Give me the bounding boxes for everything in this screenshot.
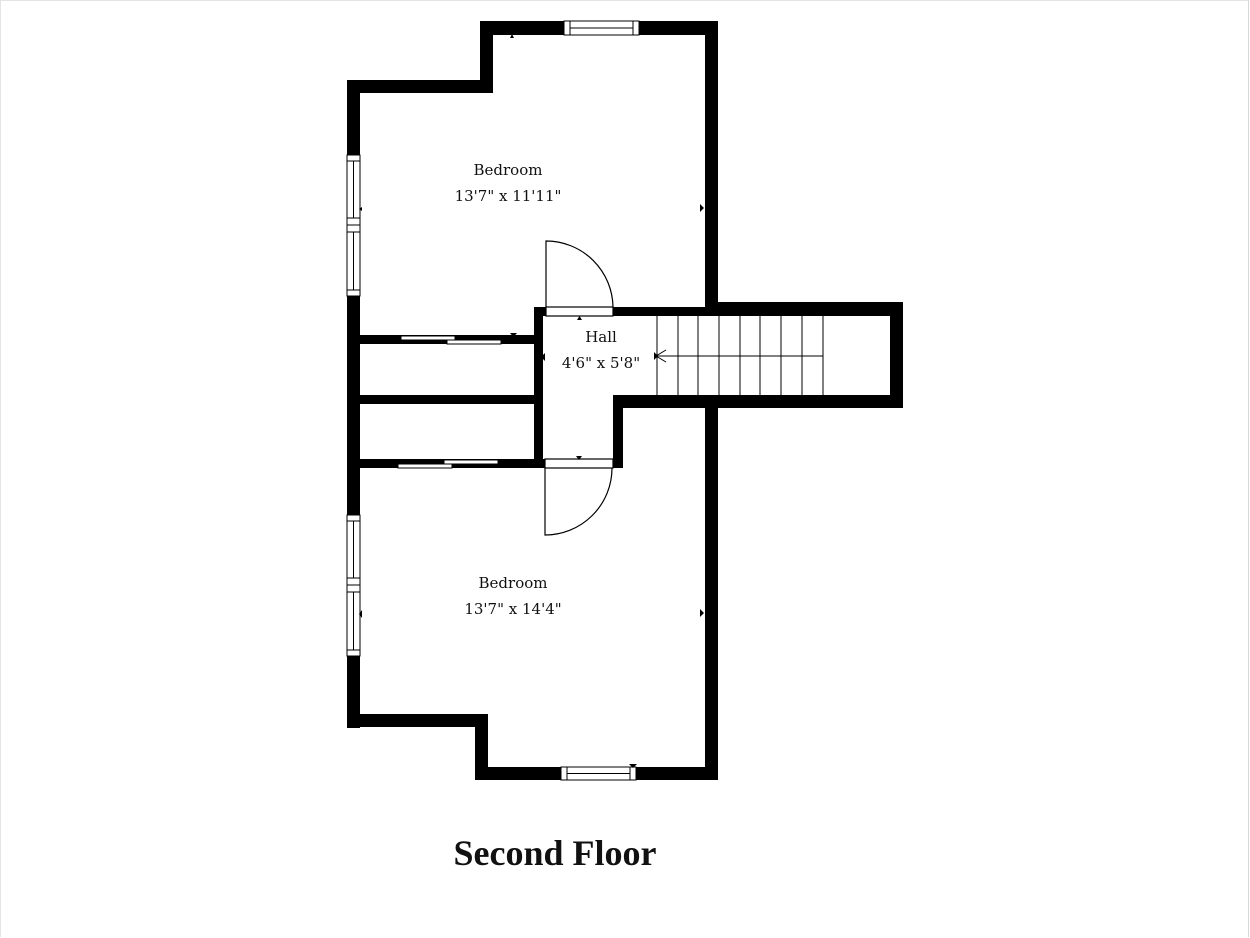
room-label-hall: Hall 4'6" x 5'8" (562, 324, 640, 376)
window-left-lower (346, 514, 361, 657)
room-label-bedroom-lower: Bedroom 13'7" x 14'4" (464, 570, 561, 622)
room-dimensions: 13'7" x 11'11" (454, 187, 562, 205)
dimension-markers (359, 34, 704, 768)
room-name: Bedroom (473, 161, 543, 179)
window-left-upper (346, 154, 361, 297)
room-name: Bedroom (478, 574, 548, 592)
stairs (655, 316, 824, 395)
floor-title: Second Floor (453, 833, 657, 873)
door-bedroom-bottom (544, 458, 614, 536)
walls (347, 21, 903, 780)
window-top (563, 20, 640, 36)
room-dimensions: 13'7" x 14'4" (464, 600, 562, 618)
doors (544, 240, 614, 536)
room-dimensions: 4'6" x 5'8" (561, 354, 641, 372)
window-bottom (560, 766, 637, 781)
closet-sliding-doors (360, 335, 543, 469)
door-bedroom-top (545, 240, 614, 317)
windows (346, 20, 640, 781)
room-name: Hall (585, 328, 617, 346)
room-label-bedroom-upper: Bedroom 13'7" x 11'11" (455, 157, 562, 209)
